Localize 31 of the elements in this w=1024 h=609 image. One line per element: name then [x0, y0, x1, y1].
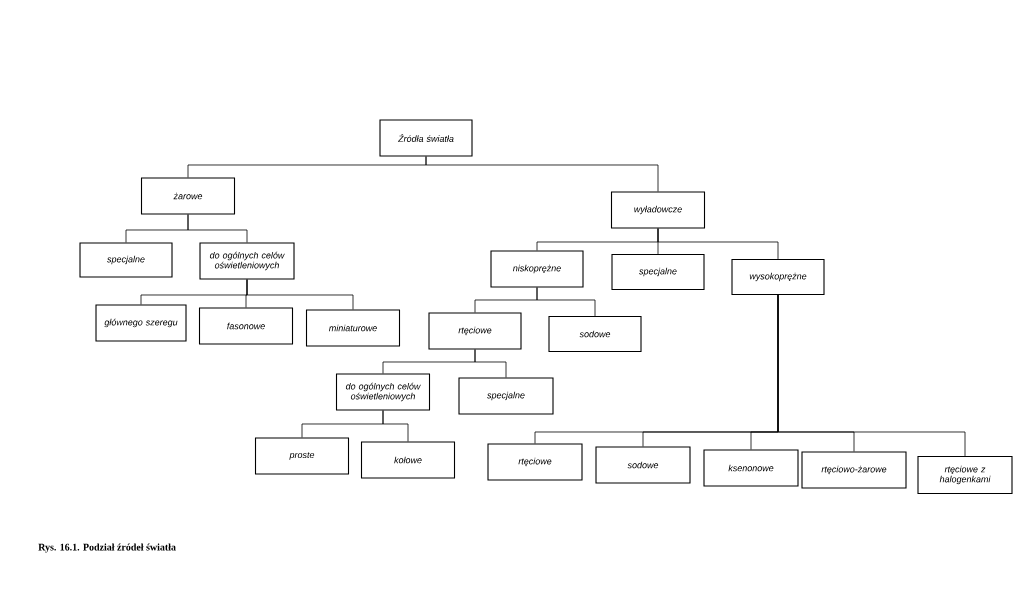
category-box: miniaturowe [305, 309, 401, 347]
category-box: specjalne [458, 377, 554, 415]
connector-line [777, 294, 966, 457]
category-box: żarowe [140, 177, 236, 215]
category-box: specjalne [611, 253, 705, 291]
category-box: sodowe [548, 315, 642, 353]
category-box: rtęciowe [487, 443, 583, 481]
category-box: rtęciowe [428, 312, 522, 350]
category-box: proste [254, 437, 350, 475]
category-box: fasonowe [198, 307, 294, 345]
connector-line [425, 156, 659, 192]
connector-line [382, 410, 409, 442]
category-box: głównego szeregu [95, 304, 187, 342]
connector-line [474, 349, 507, 378]
category-box: wyładowcze [610, 191, 706, 229]
connector-line [187, 214, 248, 243]
category-box: niskoprężne [490, 250, 584, 288]
category-box: sodowe [595, 446, 691, 484]
category-box: wysokoprężne [731, 258, 825, 296]
category-box: rtęciowo-żarowe [801, 451, 907, 489]
category-box: Źródła światła [379, 119, 473, 157]
connector-line [536, 287, 596, 317]
category-box: kołowe [360, 441, 456, 479]
category-box: do ogólnych celów oświetleniowych [335, 373, 431, 411]
connector-line [657, 228, 779, 260]
category-box: specjalne [79, 242, 173, 278]
category-box: ksenonowe [703, 449, 799, 487]
category-box: do ogólnych celów oświetleniowych [199, 242, 295, 280]
connector-line [246, 279, 354, 310]
figure-caption: Rys. 16.1. Podział źródeł światła [38, 543, 176, 553]
category-box: rtęciowe z halogenkami [917, 455, 1013, 495]
